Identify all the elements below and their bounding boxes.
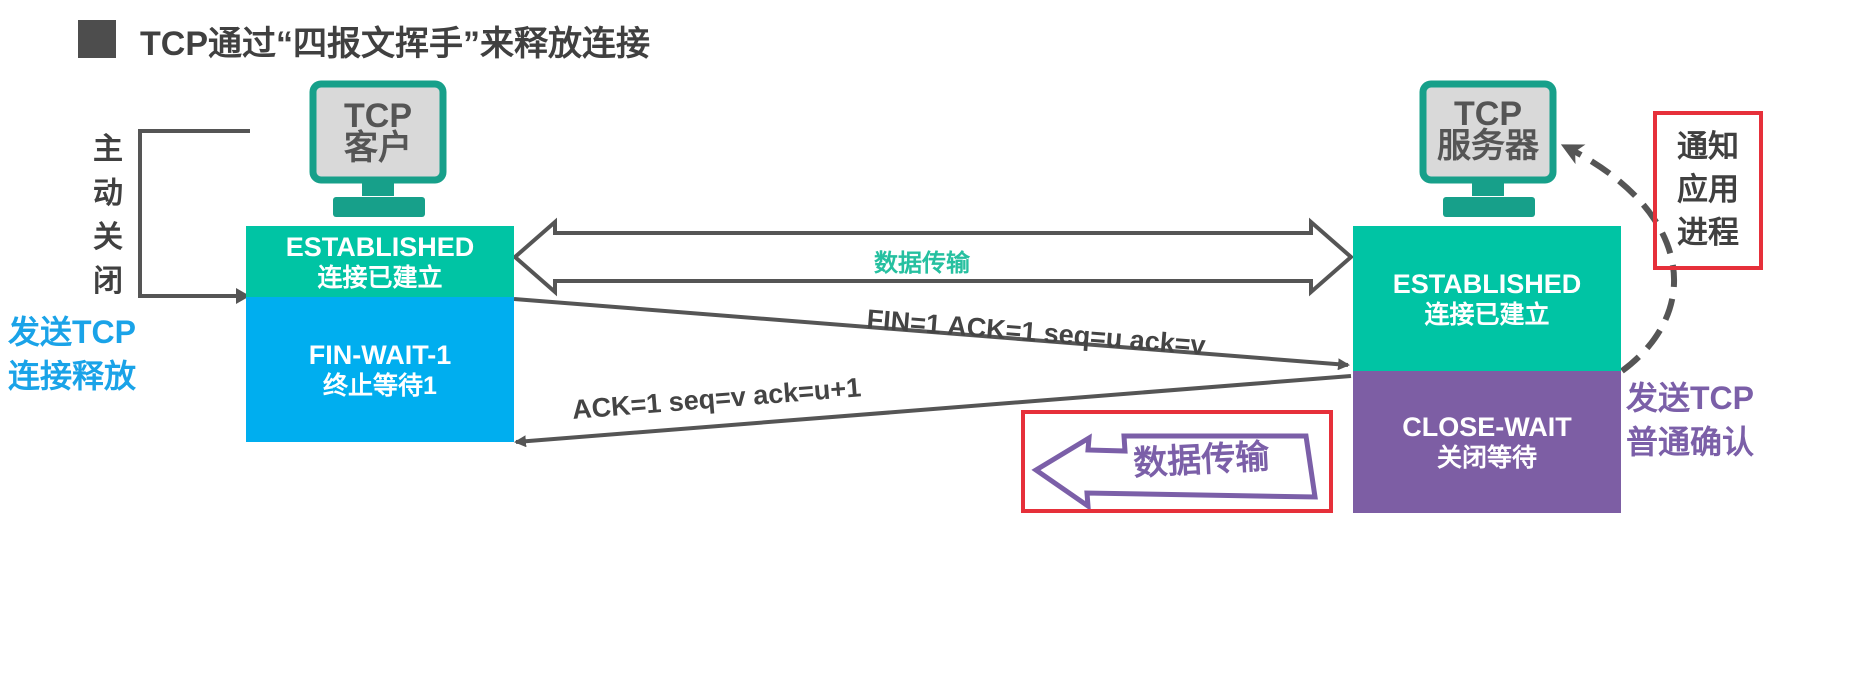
server-data-highlight-frame xyxy=(1021,410,1333,513)
client-label: TCP 客户 xyxy=(344,97,412,167)
ack-segment-arrow xyxy=(514,374,1352,448)
send-ack-label: 发送TCP 普通确认 xyxy=(1626,380,1755,460)
fin-segment-arrow xyxy=(513,297,1350,371)
server-computer-icon xyxy=(1419,80,1557,217)
server-label: TCP 服务器 xyxy=(1437,95,1539,165)
server-data-transfer-arrow xyxy=(1031,433,1318,512)
send-release-label: 发送TCP 连接释放 xyxy=(8,314,137,394)
server-data-transfer-label: 数据传输 xyxy=(1132,437,1271,483)
active-close-arrow xyxy=(138,129,250,304)
notify-app-process-label: 通知 应用 进程 xyxy=(1677,129,1739,250)
data-transfer-label: 数据传输 xyxy=(874,250,970,277)
notify-dashed-arrow xyxy=(1560,144,1678,374)
data-transfer-double-arrow xyxy=(511,217,1355,297)
server-state-established: ESTABLISHED 连接已建立 xyxy=(1353,226,1621,371)
notify-highlight-frame xyxy=(1653,111,1763,270)
client-computer-icon xyxy=(309,80,447,217)
page-title: TCP通过“四报文挥手”来释放连接 xyxy=(140,25,650,63)
server-state-close-wait: CLOSE-WAIT 关闭等待 xyxy=(1353,371,1621,513)
active-close-label: 主 动 关 闭 xyxy=(93,133,123,298)
client-state-established: ESTABLISHED 连接已建立 xyxy=(246,226,514,297)
client-state-fin-wait-1: FIN-WAIT-1 终止等待1 xyxy=(246,297,514,442)
title-bullet xyxy=(78,20,116,58)
